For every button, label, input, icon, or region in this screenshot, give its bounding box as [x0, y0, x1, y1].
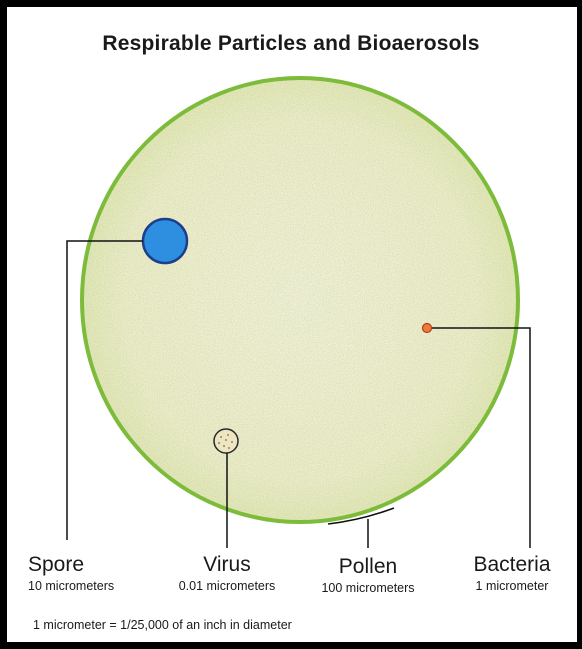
virus-particle	[214, 429, 238, 453]
pollen-label: Pollen 100 micrometers	[300, 556, 436, 596]
pollen-particle	[82, 78, 518, 522]
bacteria-size: 1 micrometer	[452, 578, 572, 594]
spore-size: 10 micrometers	[28, 578, 128, 594]
bacteria-label: Bacteria 1 micrometer	[452, 554, 572, 594]
bacteria-name: Bacteria	[452, 554, 572, 576]
bacteria-particle	[423, 324, 432, 333]
virus-size: 0.01 micrometers	[157, 578, 297, 594]
spore-label: Spore 10 micrometers	[28, 554, 128, 594]
virus-label: Virus 0.01 micrometers	[157, 554, 297, 594]
footnote: 1 micrometer = 1/25,000 of an inch in di…	[33, 618, 292, 632]
pollen-name: Pollen	[300, 556, 436, 578]
spore-name: Spore	[28, 554, 128, 576]
pollen-size: 100 micrometers	[300, 580, 436, 596]
virus-name: Virus	[157, 554, 297, 576]
spore-particle	[143, 219, 187, 263]
